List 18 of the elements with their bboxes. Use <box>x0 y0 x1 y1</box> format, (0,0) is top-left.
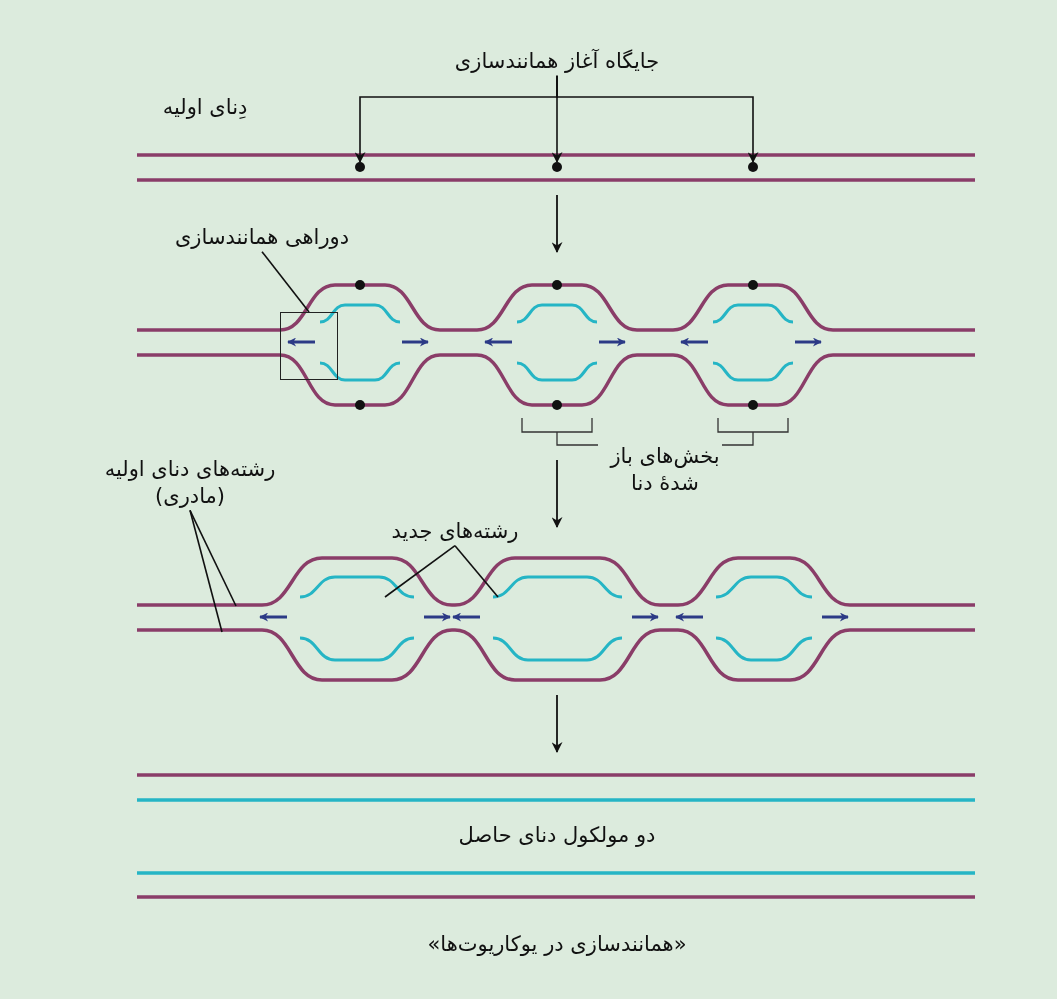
annotation-label: جایگاه آغاز همانندسازی <box>454 48 660 76</box>
annotation-label: دوراهی همانندسازی <box>174 224 350 252</box>
leader-line <box>261 250 310 313</box>
origin-dot <box>355 162 365 172</box>
leader-line <box>454 544 499 598</box>
leader-line <box>384 544 456 598</box>
leader-line <box>189 509 237 607</box>
origin-dot <box>748 162 758 172</box>
label: دِنای اولیه <box>162 94 248 122</box>
annotation-label: رشته‌های جدید <box>391 518 519 546</box>
caption: «همانندسازی در یوکاریوت‌ها» <box>427 931 687 959</box>
fork-box <box>280 312 338 380</box>
label: بخش‌های باز شدهٔ دنا <box>608 442 721 497</box>
leader-line <box>189 509 223 633</box>
annotation-label: رشته‌های دنای اولیه (مادری) <box>75 455 305 511</box>
origin-dot <box>552 162 562 172</box>
label: دو مولکول دنای حاصل <box>458 822 656 850</box>
arrow <box>556 74 759 164</box>
